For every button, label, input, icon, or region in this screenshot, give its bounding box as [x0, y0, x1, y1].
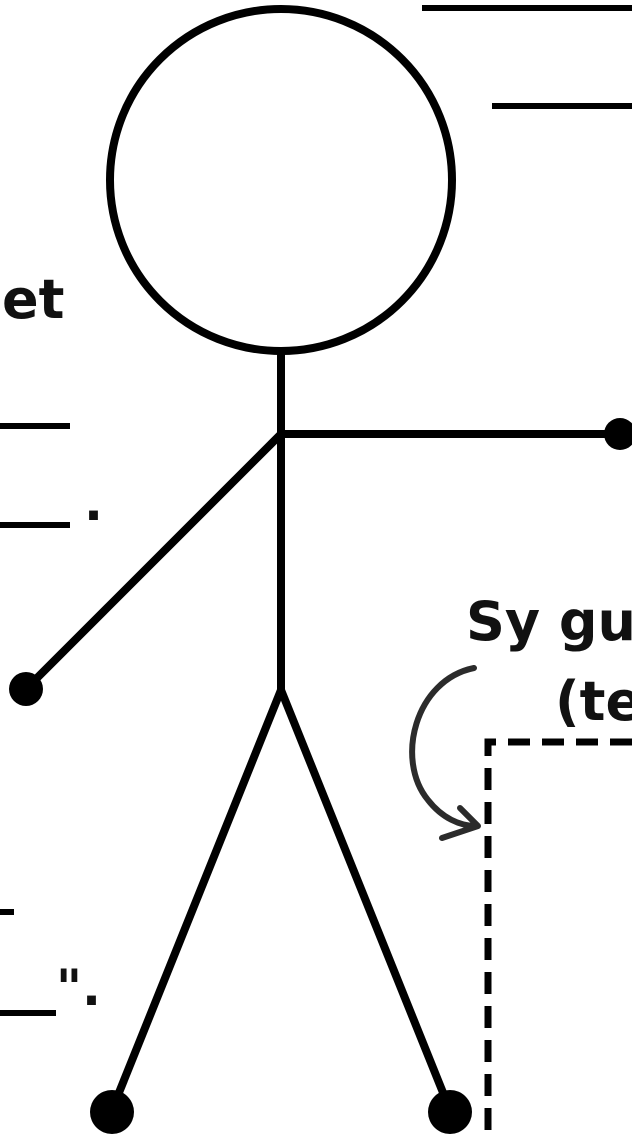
curved-arrow-head: [439, 805, 481, 841]
figure-right-leg: [277, 688, 454, 1112]
right-hand-dot: [604, 418, 632, 450]
left-fragment-quote-period: ".: [56, 959, 101, 1017]
left-fragment-word: et: [2, 268, 64, 331]
figure-left-leg: [108, 688, 285, 1112]
curved-arrow: [409, 665, 479, 829]
right-label-line-1: Sy gur: [466, 590, 632, 653]
dashed-box: [484, 738, 632, 1140]
left-fragment-period: .: [84, 474, 103, 532]
figure-left-arm: [23, 431, 284, 692]
left-hand-dot: [9, 672, 43, 706]
left-foot-dot: [90, 1090, 134, 1134]
right-label-line-2: (te: [555, 670, 632, 733]
figure-head: [106, 5, 456, 355]
right-foot-dot: [428, 1090, 472, 1134]
